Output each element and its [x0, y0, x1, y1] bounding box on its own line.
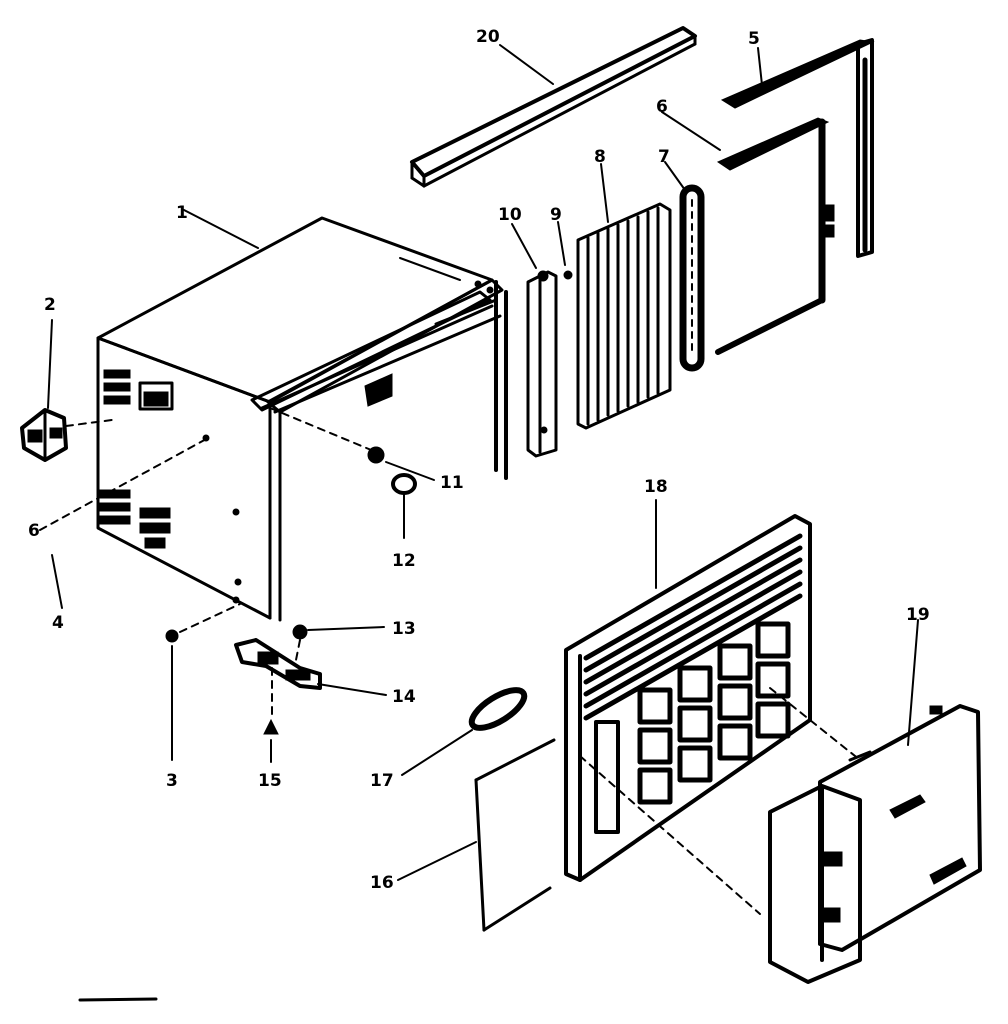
part-17-knob — [468, 687, 528, 731]
label-part-20: 20 — [476, 27, 500, 47]
label-part-9: 9 — [550, 205, 562, 225]
part-16-filter — [474, 738, 556, 932]
leader-lines — [47, 44, 919, 1002]
assembly-dash-lines — [39, 407, 861, 915]
label-part-6-lower: 6 — [28, 521, 40, 541]
part-labels: 1 2 3 4 5 6 6 7 8 9 10 11 12 13 14 15 16… — [28, 27, 930, 893]
label-part-14: 14 — [392, 687, 416, 707]
label-part-15: 15 — [258, 771, 282, 791]
label-part-1: 1 — [176, 203, 188, 223]
part-12-plug — [391, 473, 417, 495]
part-2-bracket — [20, 408, 68, 462]
label-part-8: 8 — [594, 147, 606, 167]
label-part-19: 19 — [906, 605, 930, 625]
part-18-front-grille — [564, 514, 812, 882]
part-7-gasket — [679, 184, 705, 372]
part-5-l-rail — [720, 38, 875, 258]
label-part-10: 10 — [498, 205, 522, 225]
part-8-curtain-panel — [576, 202, 672, 430]
part-3-screw — [165, 629, 179, 643]
label-part-4: 4 — [52, 613, 64, 633]
part-10-side-channel — [526, 270, 558, 458]
label-part-18: 18 — [644, 477, 668, 497]
label-part-16: 16 — [370, 873, 394, 893]
label-part-6-upper: 6 — [656, 97, 668, 117]
grille-louvers — [583, 533, 803, 721]
label-part-13: 13 — [392, 619, 416, 639]
part-6-window-frame — [715, 117, 835, 355]
part-20-top-rail — [410, 26, 697, 188]
label-part-11: 11 — [440, 473, 464, 493]
label-part-5: 5 — [748, 29, 760, 49]
label-part-7: 7 — [658, 147, 670, 167]
part-13-screw — [292, 624, 308, 640]
part-19-control-box — [768, 704, 982, 984]
label-part-3: 3 — [166, 771, 178, 791]
label-part-2: 2 — [44, 295, 56, 315]
grille-grid — [637, 621, 791, 805]
part-14-bracket — [234, 638, 322, 690]
part-9-screw — [563, 270, 573, 280]
part-15-screw — [263, 718, 279, 735]
part-1-cabinet — [96, 216, 508, 622]
label-part-12: 12 — [392, 551, 416, 571]
label-part-17: 17 — [370, 771, 394, 791]
